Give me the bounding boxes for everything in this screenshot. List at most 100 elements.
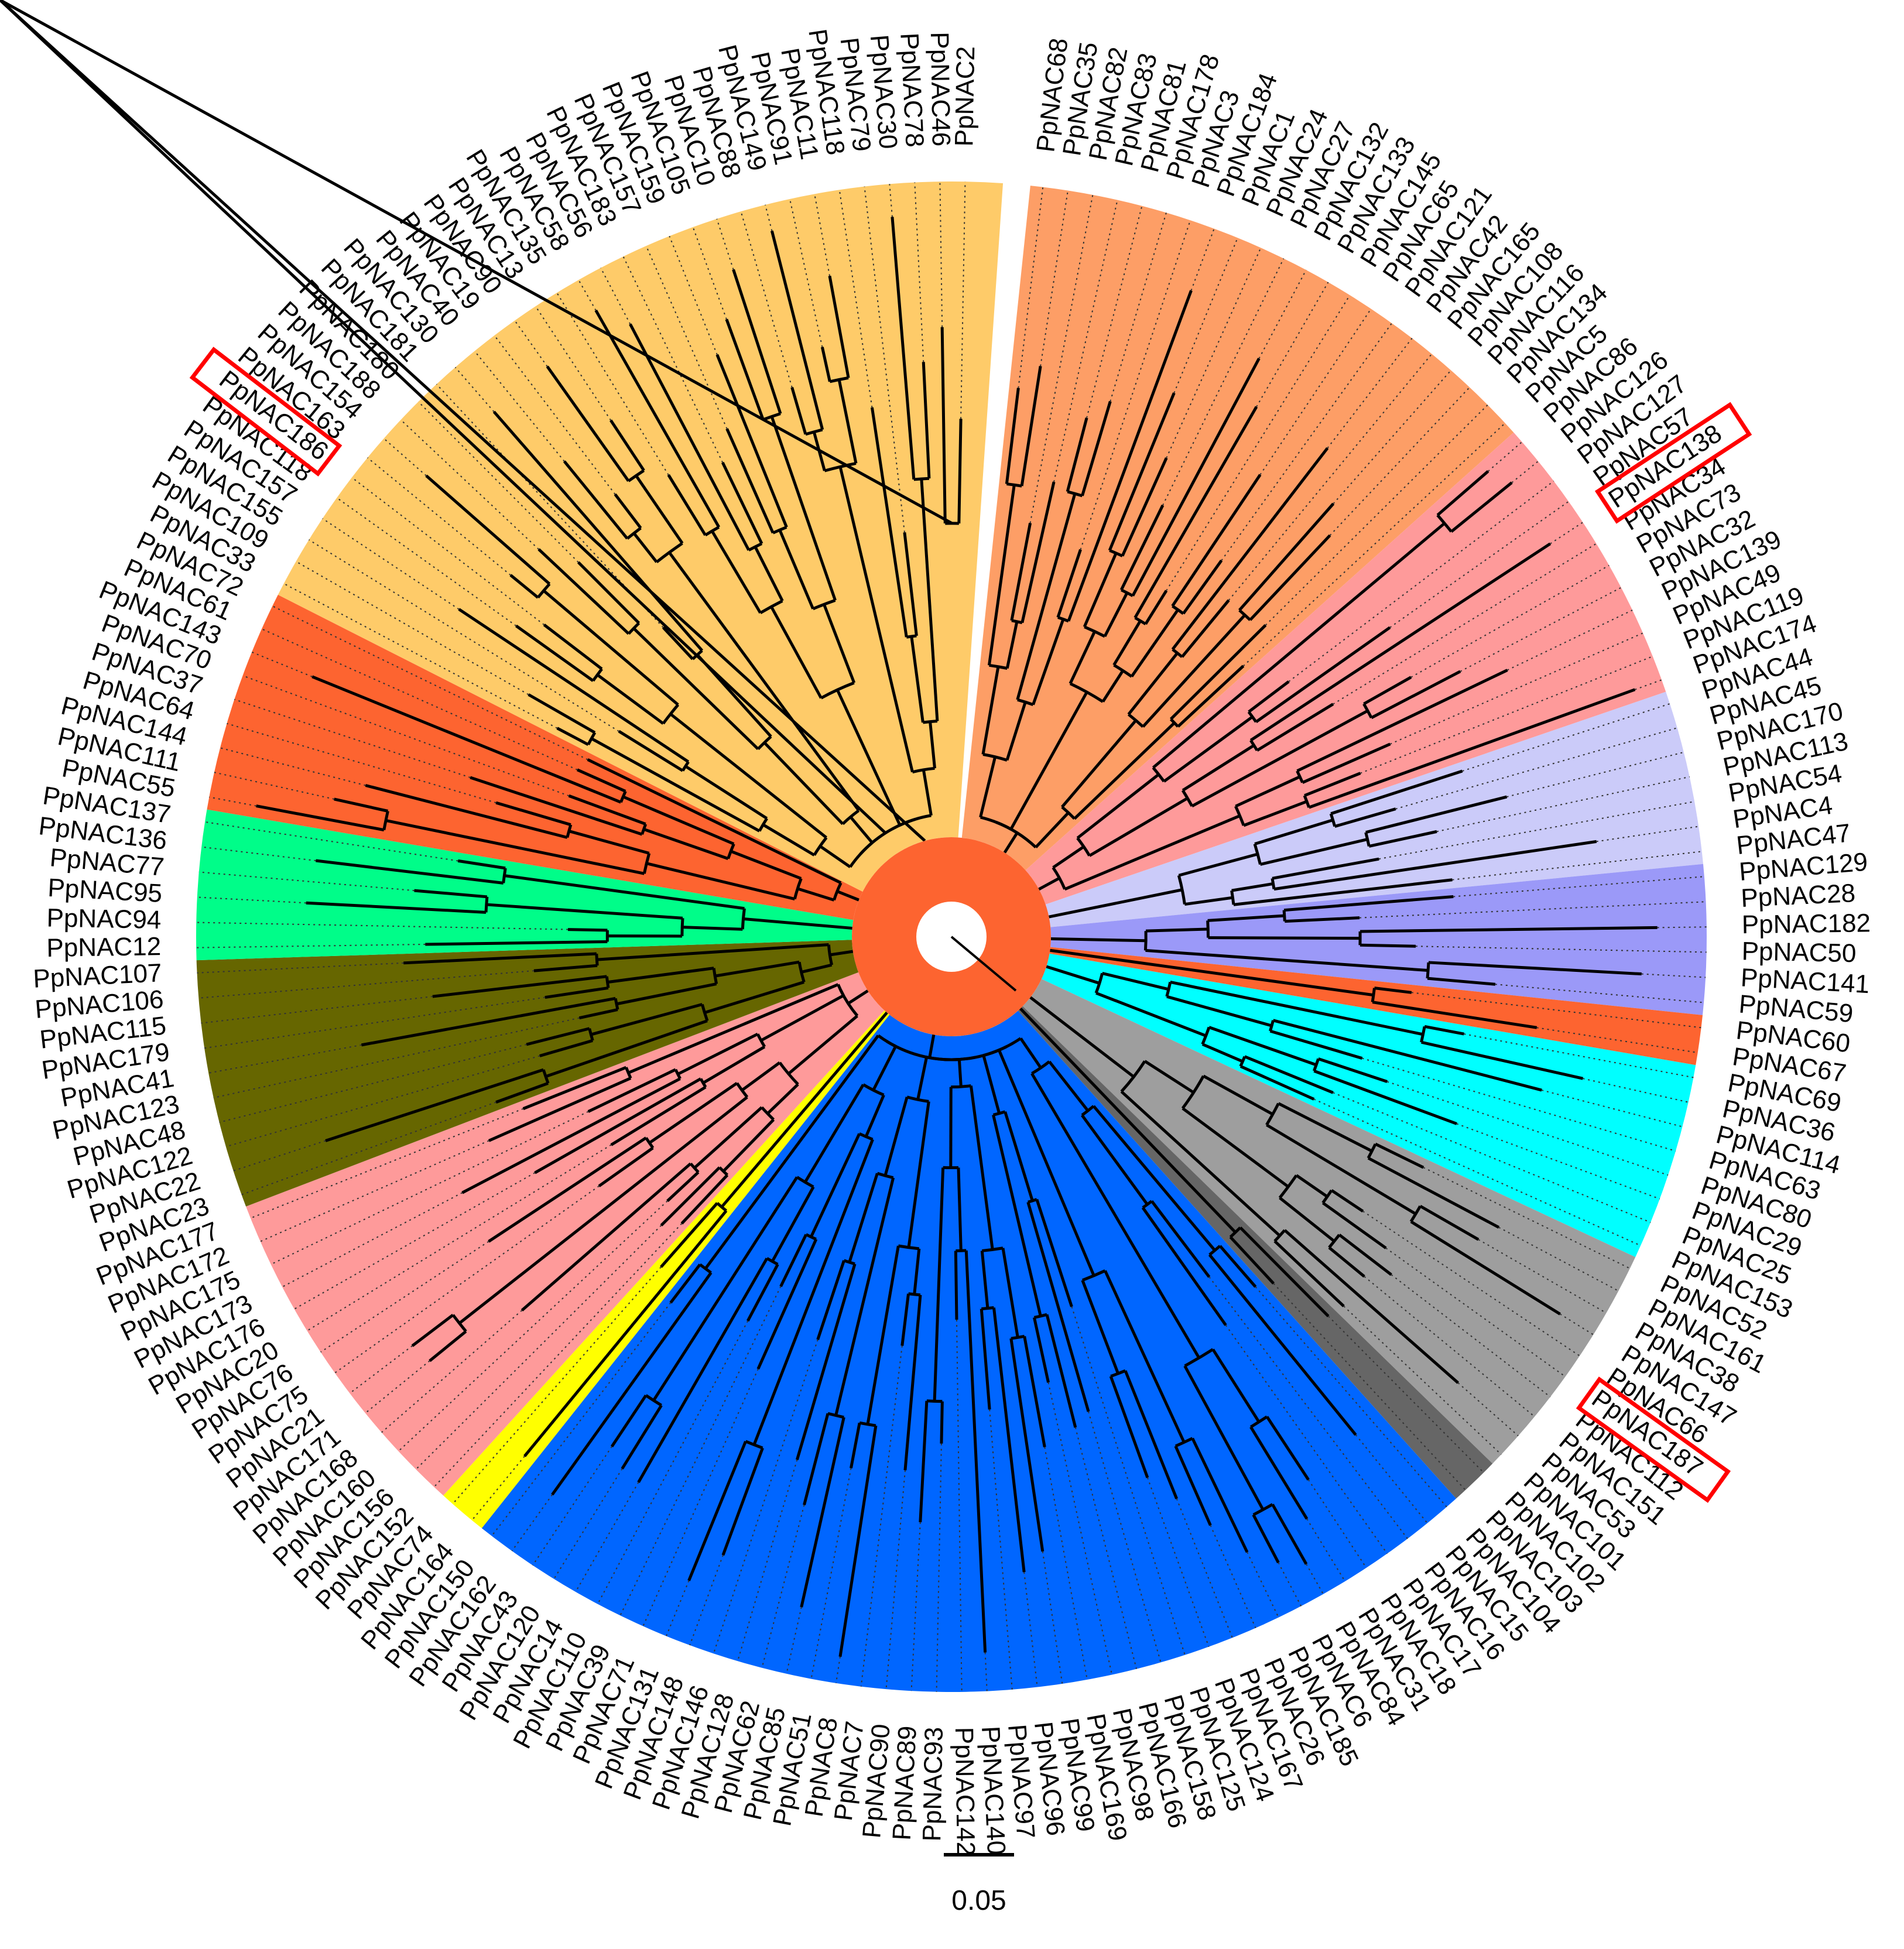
- branch-arc: [451, 1314, 467, 1333]
- leaf-guide: [1498, 1227, 1619, 1292]
- branch-arc: [1230, 890, 1235, 905]
- leaf-guide: [398, 1200, 668, 1452]
- branch: [711, 530, 762, 614]
- leaf-guide: [910, 1522, 921, 1691]
- branch: [1334, 807, 1396, 828]
- branch: [669, 713, 828, 839]
- branch: [637, 1258, 769, 1484]
- branch: [954, 1251, 958, 1320]
- branch-arc: [833, 882, 843, 901]
- branch: [543, 624, 603, 670]
- branch: [732, 269, 782, 415]
- leaf-guide: [1162, 258, 1285, 506]
- clade-sector: [481, 1011, 1457, 1692]
- branch: [622, 795, 735, 845]
- branch: [414, 889, 488, 899]
- branch: [1170, 980, 1423, 1036]
- leaf-guide: [1436, 776, 1690, 833]
- leaf-guide: [454, 366, 495, 412]
- branch-arc: [727, 843, 735, 859]
- branch-arc: [758, 817, 768, 832]
- branch: [1141, 1207, 1227, 1326]
- branch: [635, 475, 684, 544]
- leaf-guide: [1258, 269, 1307, 359]
- branch: [306, 901, 487, 914]
- branch: [992, 1114, 1042, 1317]
- leaf-guide: [196, 922, 569, 930]
- leaf-guide: [1560, 1313, 1594, 1335]
- root-branch: [950, 936, 1017, 992]
- branch-arc: [566, 824, 573, 838]
- leaf-guide: [417, 401, 579, 563]
- branch-arc: [951, 1084, 971, 1089]
- branch-arc: [1234, 806, 1245, 826]
- branch: [715, 354, 788, 528]
- leaf-label: PpNAC142: [950, 1727, 980, 1856]
- branch: [1130, 609, 1179, 677]
- branch-arc: [699, 1078, 707, 1088]
- clade-stem: [836, 890, 859, 902]
- branch-arc: [627, 622, 641, 635]
- branch: [432, 975, 607, 998]
- branch: [1272, 1019, 1542, 1092]
- leaf-guide: [233, 1140, 326, 1172]
- branch: [756, 1238, 818, 1370]
- branch-arc: [748, 542, 763, 552]
- clade-sector: [246, 972, 885, 1496]
- branch: [910, 636, 924, 723]
- branch: [667, 474, 707, 536]
- branch: [492, 410, 704, 652]
- branch: [470, 776, 643, 836]
- branch: [819, 845, 851, 868]
- branch: [1032, 1317, 1050, 1383]
- leaf-label: PpNAC50: [1741, 937, 1857, 968]
- branch: [411, 1314, 454, 1347]
- clade-stem: [928, 1034, 936, 1059]
- branch: [509, 574, 539, 599]
- branch: [1010, 522, 1032, 621]
- leaf-guide: [220, 747, 366, 786]
- leaf-guide: [1146, 1477, 1210, 1647]
- leaf-guide: [251, 651, 313, 677]
- leaf-guide: [1495, 984, 1704, 1003]
- leaf-guide: [984, 1652, 988, 1691]
- branch: [646, 862, 795, 901]
- branch: [1201, 1043, 1244, 1063]
- branch-arc: [829, 376, 849, 383]
- leaf-guide: [765, 204, 773, 231]
- branch: [1020, 365, 1042, 487]
- branch: [1208, 1253, 1357, 1436]
- leaf-label: PpNAC182: [1742, 909, 1871, 939]
- leaf-guide: [864, 186, 905, 533]
- leaf-guide: [1456, 1123, 1660, 1200]
- leaf-label: PpNAC95: [47, 874, 163, 908]
- branch: [1009, 1338, 1045, 1552]
- branch: [551, 1272, 713, 1496]
- branch: [1142, 614, 1246, 728]
- leaf-guide: [1550, 522, 1583, 544]
- branch: [1181, 599, 1230, 658]
- branch-arc: [716, 1202, 728, 1212]
- branch: [1183, 1365, 1265, 1510]
- branch: [1238, 502, 1335, 611]
- clade-sector: [207, 594, 863, 920]
- leaf-guide-lines: [196, 181, 1707, 1692]
- branch: [1021, 481, 1056, 624]
- branch: [596, 673, 665, 725]
- branch: [256, 804, 385, 832]
- branch: [922, 769, 933, 816]
- leaf-guide: [1306, 1563, 1324, 1595]
- leaf-label: PpNAC141: [1740, 963, 1870, 999]
- leaf-guide: [786, 1607, 802, 1674]
- branch-arc: [1247, 711, 1258, 723]
- branch: [795, 1263, 857, 1461]
- branch: [849, 816, 874, 844]
- branch: [922, 362, 931, 479]
- branch: [1052, 845, 1085, 869]
- branch: [609, 419, 645, 472]
- branch: [542, 590, 679, 706]
- branch: [864, 1094, 885, 1138]
- branch: [458, 1096, 748, 1325]
- leaf-label: PpNAC107: [32, 958, 162, 993]
- branch: [787, 1015, 858, 1075]
